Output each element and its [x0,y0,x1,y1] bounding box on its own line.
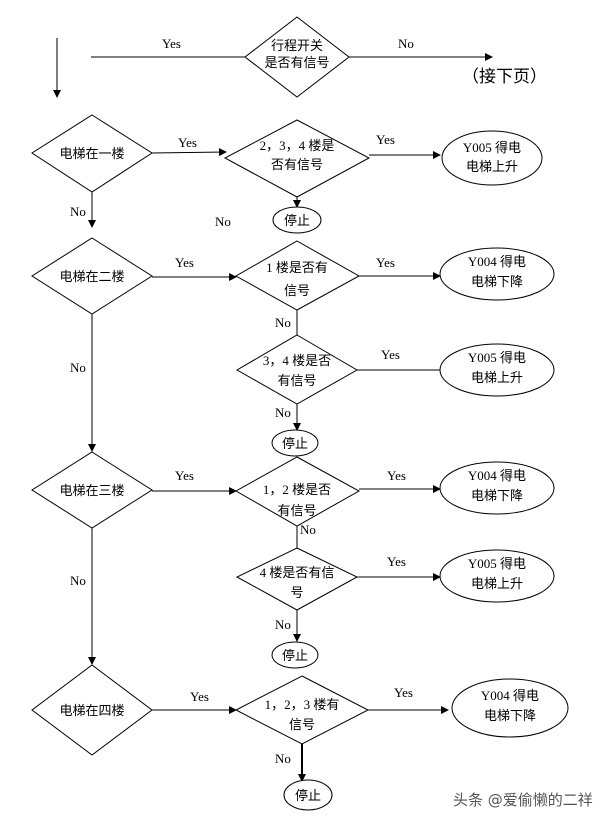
decision-text: 电梯在四楼 [59,703,124,718]
stop-text: 停止 [284,213,310,228]
decision-text: 4 楼是否有信 [260,565,335,580]
action-text: Y005 得电 [468,350,526,365]
yes-label: Yes [162,36,181,51]
floor4-action [451,678,569,738]
stop-terminal [271,429,319,457]
no-label: No [70,204,86,219]
action-text: 电梯下降 [471,488,523,503]
no-label: No [70,573,86,588]
decision-text: 行程开关 [271,38,323,53]
decision-text: 否有信号 [271,157,323,172]
action-text: Y004 得电 [468,468,526,483]
no-label: No [70,360,86,375]
action-text: 电梯下降 [471,274,523,289]
stop-text: 停止 [282,648,308,663]
watermark: 头条 @爱偷懒的二祥 [453,791,593,809]
yes-label: Yes [178,135,197,150]
decision-text: 1，2，3 楼有 [265,697,340,712]
yes-label: Yes [376,132,395,147]
action-text: 电梯上升 [471,576,523,591]
action-text: Y005 得电 [463,140,521,155]
decision-text: 是否有信号 [264,55,329,70]
floor4-decision [31,664,153,756]
no-label: No [215,214,231,229]
no-label: No [398,36,414,51]
floor1-action [441,130,543,186]
action-text: Y004 得电 [468,254,526,269]
yes-label: Yes [175,468,194,483]
floor2-action1 [439,247,555,301]
decision-text: 电梯在二楼 [59,269,124,284]
decision-text: 2，3，4 楼是 [260,138,335,153]
continue-note: （接下页） [462,67,547,86]
yes-label: Yes [175,255,194,270]
stop-terminal [283,779,333,811]
no-label: No [275,405,291,420]
no-label: No [275,315,291,330]
yes-label: Yes [394,685,413,700]
no-label: No [275,617,291,632]
stop-terminal [272,206,322,234]
decision-text: 3，4 楼是否 [263,353,331,368]
decision-text: 号 [290,585,303,600]
decision-text: 电梯在三楼 [59,483,124,498]
action-text: 电梯下降 [484,708,536,723]
decision-text: 有信号 [277,503,316,518]
stop-terminal [271,641,319,669]
yes-label: Yes [190,689,209,704]
floor2-check1-decision [234,240,361,311]
action-text: Y005 得电 [468,556,526,571]
decision-text: 信号 [289,717,315,732]
floor3-action2 [439,549,555,603]
yes-label: Yes [376,255,395,270]
decision-text: 1 楼是否有 [266,260,328,275]
no-label: No [300,522,316,537]
yes-label: Yes [381,347,400,362]
action-text: 电梯上升 [466,159,518,174]
action-text: 电梯上升 [471,370,523,385]
floor2-action2 [439,343,555,397]
decision-text: 电梯在一楼 [59,146,124,161]
no-label: No [275,751,291,766]
decision-text: 信号 [284,283,310,298]
floor2-check2-decision [235,334,359,405]
yes-label: Yes [387,468,406,483]
stop-text: 停止 [295,788,321,803]
arrow [151,148,227,157]
action-text: Y004 得电 [481,688,539,703]
yes-label: Yes [387,554,406,569]
floor3-action1 [439,461,555,515]
stop-text: 停止 [282,436,308,451]
decision-text: 有信号 [277,373,316,388]
limit-switch-decision [244,16,350,98]
decision-text: 1，2 楼是否 [263,482,331,497]
